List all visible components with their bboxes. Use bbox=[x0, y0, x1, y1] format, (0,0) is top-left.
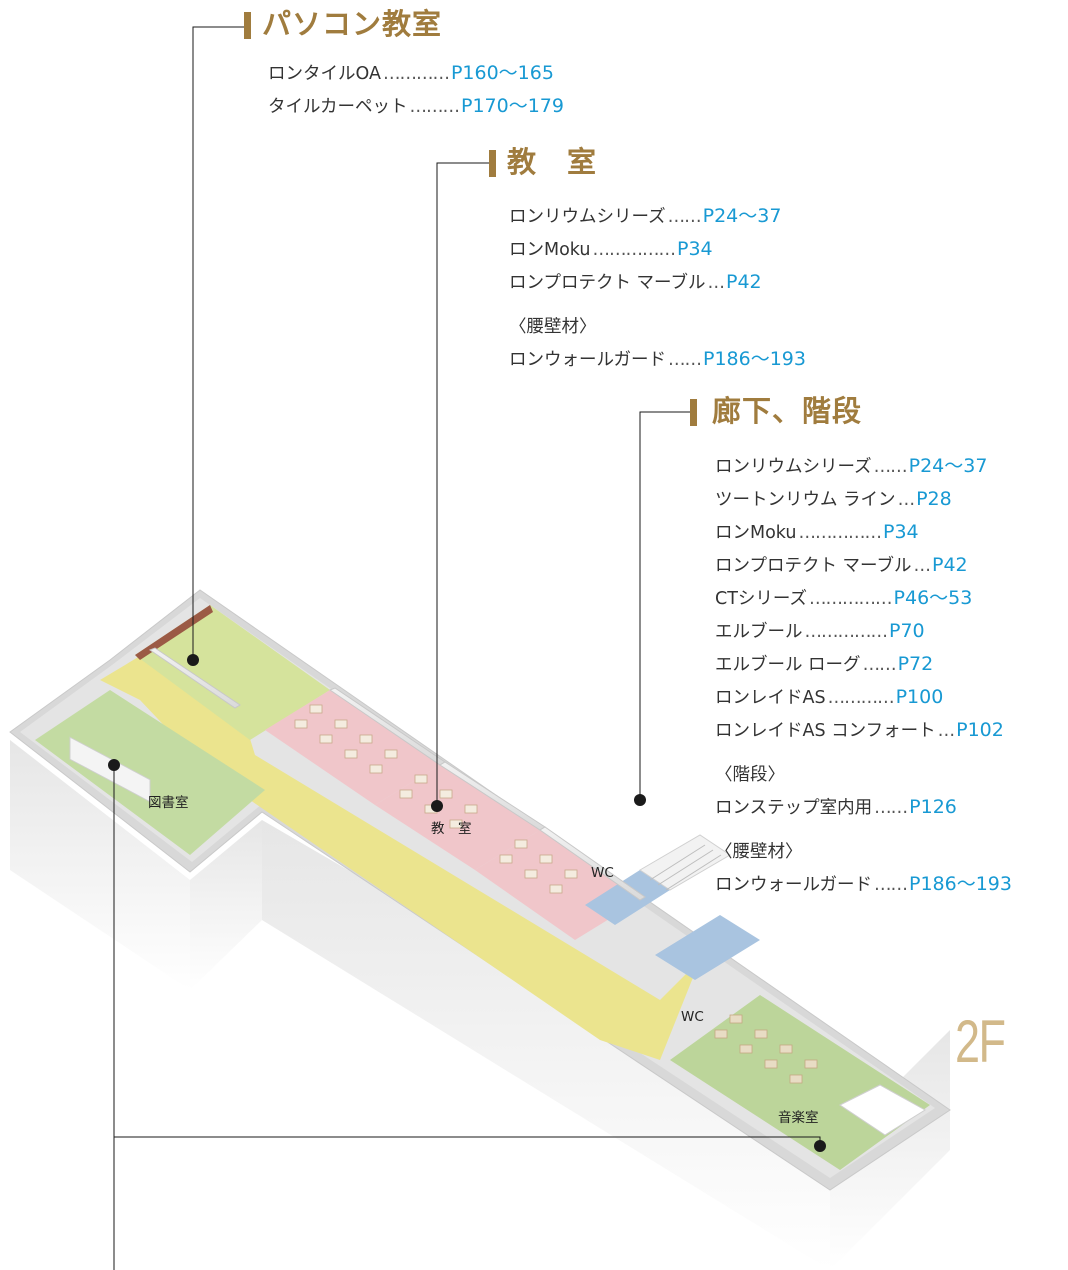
product-item: ツートンリウム ライン … P28 bbox=[715, 483, 1012, 516]
section-title-corridor-stairs: 廊下、階段 bbox=[712, 394, 863, 428]
room-label-wc-lower: WC bbox=[681, 1009, 704, 1025]
page-reference: P160〜165 bbox=[450, 62, 554, 84]
product-item: ロンレイドAS コンフォート … P102 bbox=[715, 714, 1012, 747]
page-reference: P186〜193 bbox=[908, 873, 1012, 895]
product-name: ロンMoku bbox=[715, 523, 797, 543]
product-item: ロンプロテクト マーブル … P42 bbox=[509, 266, 806, 299]
corridor-products: ロンリウムシリーズ …… P24〜37 ツートンリウム ライン … P28 ロン… bbox=[715, 450, 1012, 901]
leader-dots-text: …… bbox=[873, 875, 908, 895]
sub-heading-wainscot: 〈腰壁材〉 bbox=[509, 317, 597, 337]
product-name: ロンリウムシリーズ bbox=[509, 207, 666, 227]
leader-dots-text: …… bbox=[862, 655, 897, 675]
product-name: ロンレイドAS bbox=[715, 688, 826, 708]
corridor-floor bbox=[100, 650, 700, 1060]
leader-dots-text: … bbox=[897, 490, 915, 510]
room-label-music: 音楽室 bbox=[778, 1110, 819, 1126]
product-name: ロンプロテクト マーブル bbox=[715, 556, 912, 576]
leader-dots-text: …… bbox=[873, 457, 908, 477]
leader-dots bbox=[108, 654, 826, 1152]
product-item: ロンタイルOA ………… P160〜165 bbox=[268, 57, 564, 90]
computer-room-products: ロンタイルOA ………… P160〜165 タイルカーペット ……… P170〜… bbox=[268, 57, 564, 123]
music-room bbox=[670, 995, 930, 1170]
leader-dots-text: ……… bbox=[409, 97, 459, 117]
product-item: ロンステップ室内用 …… P126 bbox=[715, 791, 1012, 824]
product-name: ロンステップ室内用 bbox=[715, 798, 873, 818]
page-reference: P24〜37 bbox=[702, 205, 782, 227]
product-item: ロンリウムシリーズ …… P24〜37 bbox=[715, 450, 1012, 483]
leader-dots-text: … bbox=[937, 721, 955, 741]
page-reference: P126 bbox=[909, 796, 957, 818]
product-item: エルブール ローグ …… P72 bbox=[715, 648, 1012, 681]
wc-and-stairs bbox=[585, 834, 760, 980]
page-reference: P28 bbox=[916, 488, 952, 510]
product-item: ロンリウムシリーズ …… P24〜37 bbox=[509, 200, 806, 233]
leader-dots-text: …… bbox=[667, 207, 702, 227]
product-item: ロンウォールガード …… P186〜193 bbox=[509, 343, 806, 376]
leader-dots-text: …… bbox=[667, 350, 702, 370]
leader-dots-text: …………… bbox=[592, 240, 676, 260]
leader-dots-text: ………… bbox=[382, 64, 450, 84]
page-reference: P34 bbox=[677, 238, 713, 260]
sub-heading-stairs: 〈階段〉 bbox=[715, 765, 785, 785]
product-name: CTシリーズ bbox=[715, 589, 808, 609]
leader-dots-text: … bbox=[913, 556, 931, 576]
product-item: タイルカーペット ……… P170〜179 bbox=[268, 90, 564, 123]
sub-heading-wainscot: 〈腰壁材〉 bbox=[715, 842, 803, 862]
sub-heading-item: 〈腰壁材〉 bbox=[715, 836, 1012, 868]
page-reference: P24〜37 bbox=[908, 455, 988, 477]
section-title-computer-room: パソコン教室 bbox=[262, 7, 443, 41]
leader-dots-text: …… bbox=[874, 798, 908, 818]
page-reference: P100 bbox=[895, 686, 944, 708]
sub-heading-item: 〈階段〉 bbox=[715, 759, 1012, 791]
product-name: エルブール ローグ bbox=[715, 655, 861, 675]
page-reference: P42 bbox=[726, 271, 762, 293]
inner-walls bbox=[148, 647, 646, 901]
page-reference: P70 bbox=[889, 620, 925, 642]
room-label-classroom: 教 室 bbox=[431, 821, 472, 837]
leader-dots-text: …………… bbox=[804, 622, 888, 642]
spacer bbox=[715, 824, 1012, 836]
product-item: ロンMoku …………… P34 bbox=[715, 516, 1012, 549]
spacer bbox=[509, 299, 806, 311]
room-label-wc-upper: WC bbox=[591, 865, 614, 881]
page-reference: P170〜179 bbox=[460, 95, 564, 117]
classroom-products: ロンリウムシリーズ …… P24〜37 ロンMoku …………… P34 ロンプ… bbox=[509, 200, 806, 376]
section-title-classroom: 教 室 bbox=[507, 145, 598, 179]
sub-heading-item: 〈腰壁材〉 bbox=[509, 311, 806, 343]
page-reference: P42 bbox=[932, 554, 968, 576]
title-bars bbox=[244, 12, 697, 426]
page-reference: P72 bbox=[897, 653, 934, 675]
floor-label: 2F bbox=[955, 1008, 1006, 1075]
product-item: ロンレイドAS ………… P100 bbox=[715, 681, 1012, 714]
product-item: ロンプロテクト マーブル … P42 bbox=[715, 549, 1012, 582]
product-name: ロンウォールガード bbox=[509, 350, 666, 370]
product-name: ロンタイルOA bbox=[268, 64, 381, 84]
leader-dots-text: ………… bbox=[827, 688, 895, 708]
product-name: ロンリウムシリーズ bbox=[715, 457, 872, 477]
page-reference: P186〜193 bbox=[702, 348, 806, 370]
product-name: ツートンリウム ライン bbox=[715, 490, 896, 510]
page-reference: P34 bbox=[883, 521, 919, 543]
product-name: ロンMoku bbox=[509, 240, 591, 260]
product-name: ロンウォールガード bbox=[715, 875, 872, 895]
product-name: タイルカーペット bbox=[268, 97, 408, 117]
product-item: ロンウォールガード …… P186〜193 bbox=[715, 868, 1012, 901]
page-reference: P102 bbox=[956, 719, 1004, 741]
product-name: ロンレイドAS コンフォート bbox=[715, 721, 936, 741]
product-name: ロンプロテクト マーブル bbox=[509, 273, 706, 293]
product-item: CTシリーズ …………… P46〜53 bbox=[715, 582, 1012, 615]
product-item: ロンMoku …………… P34 bbox=[509, 233, 806, 266]
product-name: エルブール bbox=[715, 622, 803, 642]
library-room bbox=[35, 690, 265, 855]
leader-dots-text: …………… bbox=[798, 523, 882, 543]
page-reference: P46〜53 bbox=[893, 587, 973, 609]
leader-dots-text: …………… bbox=[809, 589, 892, 609]
product-item: エルブール …………… P70 bbox=[715, 615, 1012, 648]
leader-lines bbox=[113, 26, 821, 1270]
spacer bbox=[715, 747, 1012, 759]
leader-dots-text: … bbox=[707, 273, 725, 293]
room-label-library: 図書室 bbox=[148, 795, 189, 811]
